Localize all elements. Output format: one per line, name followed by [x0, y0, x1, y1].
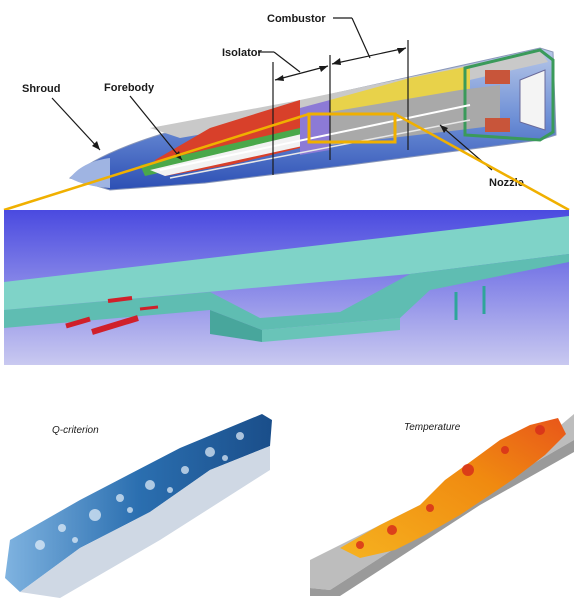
fuel-injector [107, 296, 133, 303]
internal-line [159, 104, 471, 171]
isolator-region [300, 100, 330, 155]
aft-block-upper [485, 70, 510, 84]
nozzle-arrow [440, 125, 448, 133]
zoom-line-left [3, 112, 310, 212]
isolator-arrow-left [275, 75, 284, 81]
nozzle-exit [519, 69, 546, 131]
duct-upper-surface [4, 216, 569, 310]
fuel-injector [65, 316, 91, 329]
q-criterion-caption: Q-criterion [52, 425, 99, 436]
combustor-leader [351, 17, 371, 59]
duct-lower-surface [4, 254, 569, 330]
internal-line [169, 119, 471, 179]
combustor-arrow-left [332, 58, 341, 65]
vehicle-cutaway: Combustor Isolator Shroud Forebody Nozzl… [3, 13, 570, 212]
q-texture [35, 432, 244, 550]
temperature-hot-spots [356, 425, 545, 549]
cfd-geometry-panel [4, 210, 569, 365]
aft-frame [463, 48, 555, 142]
cavity-step [210, 310, 262, 342]
isolator-leader [273, 51, 301, 73]
q-criterion-floor [20, 446, 270, 598]
shroud-label: Shroud [22, 83, 61, 95]
isolator-label: Isolator [222, 47, 262, 59]
shroud-leader [51, 97, 101, 151]
fuel-injector [139, 305, 159, 311]
fuel-injector [91, 315, 139, 335]
temperature-caption: Temperature [404, 422, 461, 433]
combustor-arrow-right [397, 48, 406, 54]
highlight-box [307, 112, 397, 144]
combustor-label: Combustor [267, 13, 326, 25]
zoom-line-right [394, 112, 570, 212]
isolator-arrow-right [319, 66, 328, 72]
q-criterion-panel: Q-criterion [2, 408, 285, 598]
forebody-label: Forebody [104, 82, 155, 94]
isolator-dimension [274, 65, 329, 81]
temperature-panel: Temperature [307, 408, 577, 598]
shroud-arrow [92, 141, 100, 150]
q-criterion-iso-surface [5, 414, 272, 592]
temperature-iso-surface [340, 418, 566, 558]
combustor-core [330, 85, 500, 145]
cavity-floor [262, 318, 400, 342]
aft-block-lower [485, 118, 510, 132]
forebody-leader [129, 95, 183, 161]
